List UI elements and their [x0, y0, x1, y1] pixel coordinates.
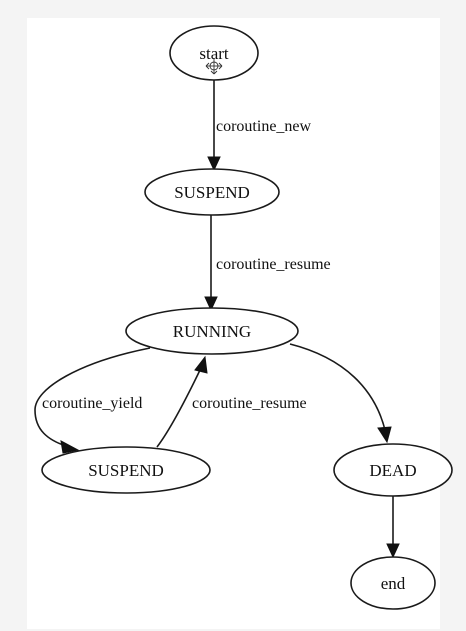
- node-start-label: start: [199, 44, 229, 63]
- node-suspend-top: SUSPEND: [144, 168, 280, 216]
- arrowhead: [386, 543, 400, 559]
- node-suspend-bottom: SUSPEND: [41, 446, 211, 494]
- arrowhead: [207, 156, 221, 172]
- edge-label-coroutine-resume-back: coroutine_resume: [192, 395, 307, 412]
- edge-start-to-suspend: [207, 80, 221, 172]
- edge-suspend-to-running-resume: [156, 355, 208, 448]
- node-running: RUNNING: [125, 307, 299, 355]
- arrowhead: [377, 426, 392, 444]
- arrowhead: [194, 355, 208, 374]
- node-running-label: RUNNING: [173, 322, 251, 341]
- node-suspend-bottom-label: SUSPEND: [88, 461, 164, 480]
- edge-dead-to-end: [386, 496, 400, 559]
- node-end-label: end: [381, 574, 406, 593]
- node-suspend-top-label: SUSPEND: [174, 183, 250, 202]
- node-start: start: [169, 25, 259, 81]
- edge-label-coroutine-new: coroutine_new: [216, 118, 312, 135]
- node-dead: DEAD: [333, 443, 453, 497]
- node-end: end: [350, 556, 436, 610]
- edge-running-to-dead: [289, 343, 392, 444]
- arrowhead: [204, 296, 218, 312]
- edge-running-to-suspend-yield: [34, 347, 151, 454]
- arrowhead: [60, 440, 80, 454]
- edge-label-coroutine-yield: coroutine_yield: [42, 395, 142, 412]
- edge-suspend-to-running: [204, 214, 218, 312]
- edge-label-coroutine-resume-main: coroutine_resume: [216, 256, 331, 273]
- move-cursor-icon: [205, 58, 223, 75]
- node-dead-label: DEAD: [369, 461, 416, 480]
